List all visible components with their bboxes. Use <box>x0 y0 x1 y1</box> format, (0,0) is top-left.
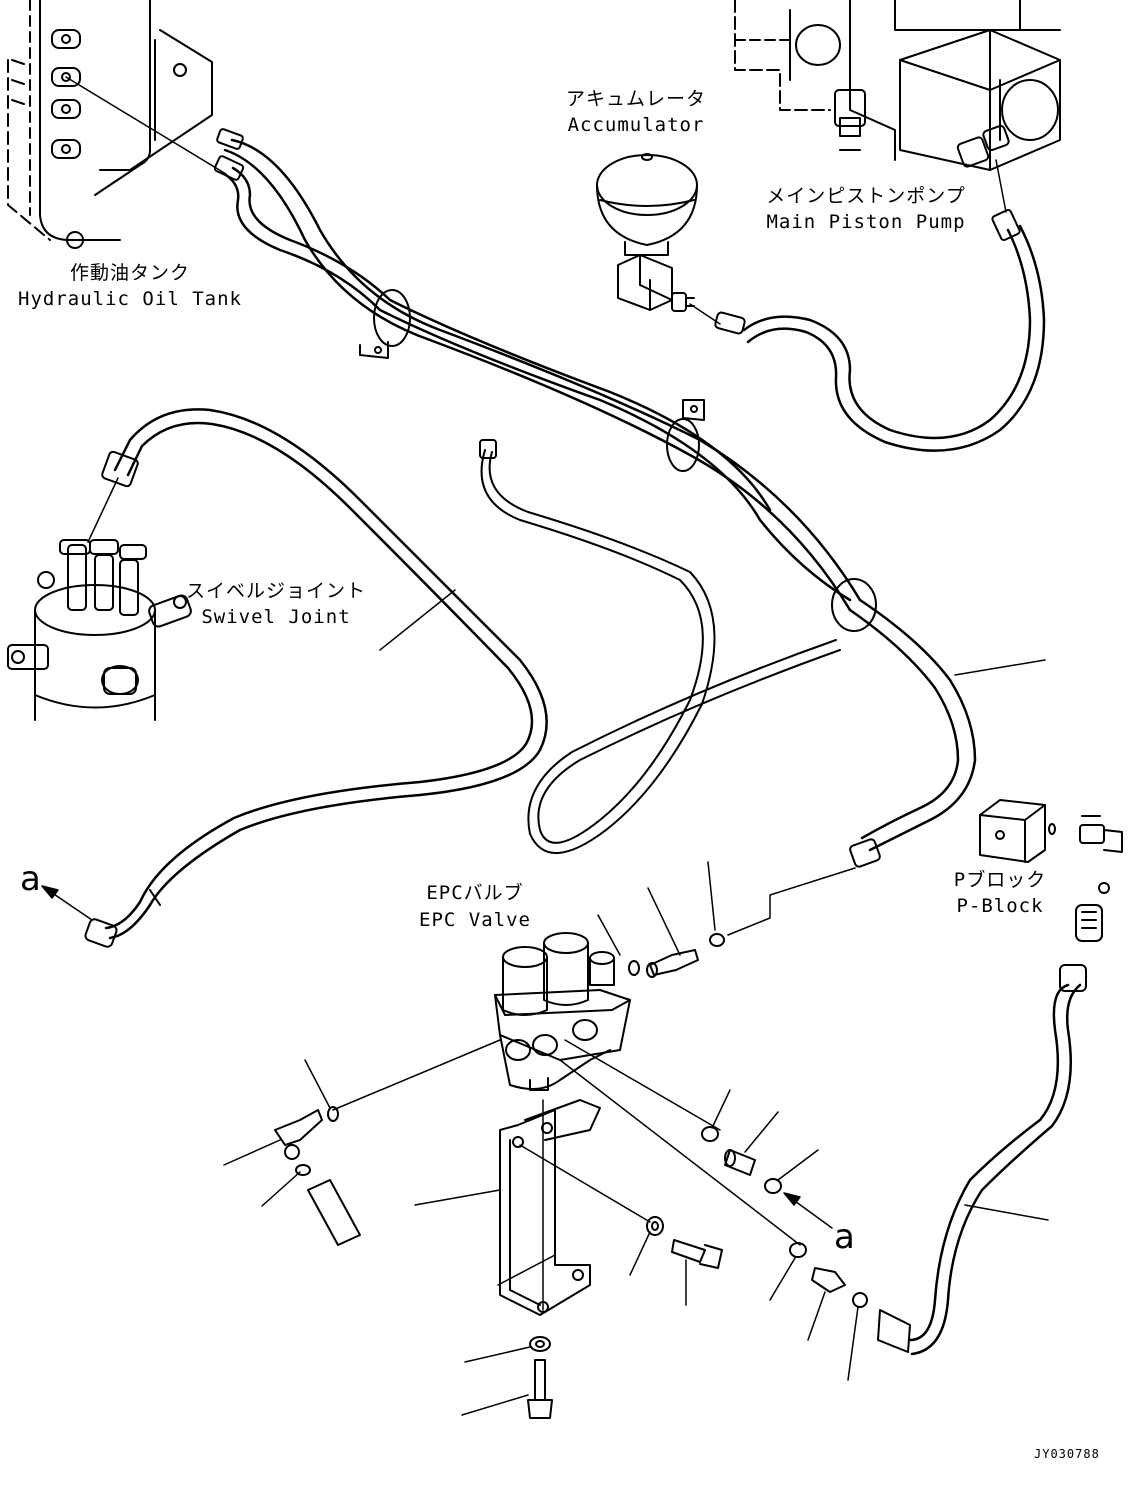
p-block-label-en: P-Block <box>956 895 1044 917</box>
epc-hose-fitting <box>849 838 881 868</box>
leader-lines <box>223 589 1049 1416</box>
accumulator-label-en: Accumulator <box>567 114 705 136</box>
clamp-1 <box>359 289 411 359</box>
hydraulic-oil-tank-label-jp: 作動油タンク <box>69 262 191 284</box>
epc-valve-label-jp: EPCバルブ <box>426 882 524 904</box>
main-piston-pump-illustration <box>734 0 1061 213</box>
p-block-hose-fitting <box>1059 964 1087 992</box>
marker-a-left: a <box>20 859 41 899</box>
main-piston-pump-label-jp: メインピストンポンプ <box>766 185 966 207</box>
swivel-joint-label-en: Swivel Joint <box>201 606 351 628</box>
mounting-bracket <box>497 1099 601 1316</box>
drawing-code: JY030788 <box>1034 1447 1100 1461</box>
p-block-label-jp: Pブロック <box>953 869 1047 891</box>
accumulator-illustration <box>596 153 698 312</box>
main-piston-pump-label-en: Main Piston Pump <box>766 211 966 233</box>
loop-hose-fitting <box>479 439 497 459</box>
leader-line <box>727 867 856 936</box>
swivel-hose-fitting <box>101 450 139 488</box>
p-block-hose-end <box>877 1309 911 1353</box>
accumulator-label-jp: アキュムレータ <box>565 88 707 110</box>
swivel-hose-end <box>84 918 118 948</box>
clamp-3 <box>831 578 877 632</box>
marker-a-right: a <box>834 1217 855 1257</box>
swivel-hose-sleeve <box>149 889 161 906</box>
epc-valve-label-en: EPC Valve <box>419 909 531 931</box>
swivel-hose <box>104 408 548 940</box>
swivel-joint-illustration <box>7 477 192 721</box>
o-rings <box>295 823 1110 1352</box>
swivel-joint-label-jp: スイベルジョイント <box>185 580 367 602</box>
accumulator-hose <box>689 208 1046 452</box>
p-block-hose <box>908 983 1082 1356</box>
tank-hose-fittings <box>213 128 245 181</box>
fittings <box>274 949 846 1419</box>
clamp-2 <box>666 399 705 472</box>
leader-line <box>65 76 227 175</box>
loop-hose <box>480 449 841 855</box>
p-block-illustration <box>979 799 1123 942</box>
hydraulic-oil-tank-label-en: Hydraulic Oil Tank <box>18 288 242 310</box>
hydraulic-oil-tank-illustration <box>7 0 213 249</box>
arrows <box>41 885 833 1229</box>
epc-valve-illustration <box>494 932 631 1091</box>
